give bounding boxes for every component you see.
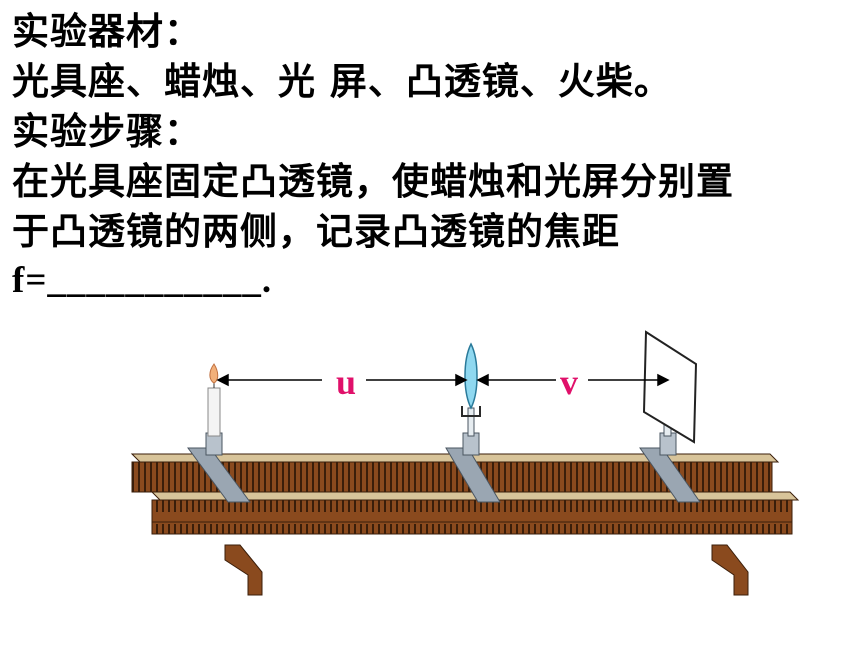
light-screen: [642, 330, 698, 444]
focal-length-blank: f=___________.: [12, 260, 273, 301]
bench-legs: [224, 544, 749, 596]
front-rail: [150, 491, 800, 535]
convex-lens: [464, 342, 478, 410]
materials-list: 光具座、蜡烛、光 屏、凸透镜、火柴。: [12, 59, 672, 103]
distance-u-arrow: [216, 373, 468, 387]
step-text-2: 于凸透镜的两侧，记录凸透镜的焦距: [12, 209, 620, 253]
steps-heading: 实验步骤：: [12, 109, 202, 153]
step-text-1: 在光具座固定凸透镜，使蜡烛和光屏分别置: [12, 159, 734, 203]
distance-v-arrow: [476, 373, 670, 387]
optical-bench-diagram: u v: [130, 330, 800, 596]
materials-heading: 实验器材：: [12, 9, 202, 53]
label-u: u: [336, 362, 356, 402]
text-block: 实验器材： 光具座、蜡烛、光 屏、凸透镜、火柴。 实验步骤： 在光具座固定凸透镜…: [12, 6, 852, 306]
candle-holder: [187, 432, 251, 503]
label-v: v: [560, 362, 578, 402]
candle: [207, 363, 221, 437]
